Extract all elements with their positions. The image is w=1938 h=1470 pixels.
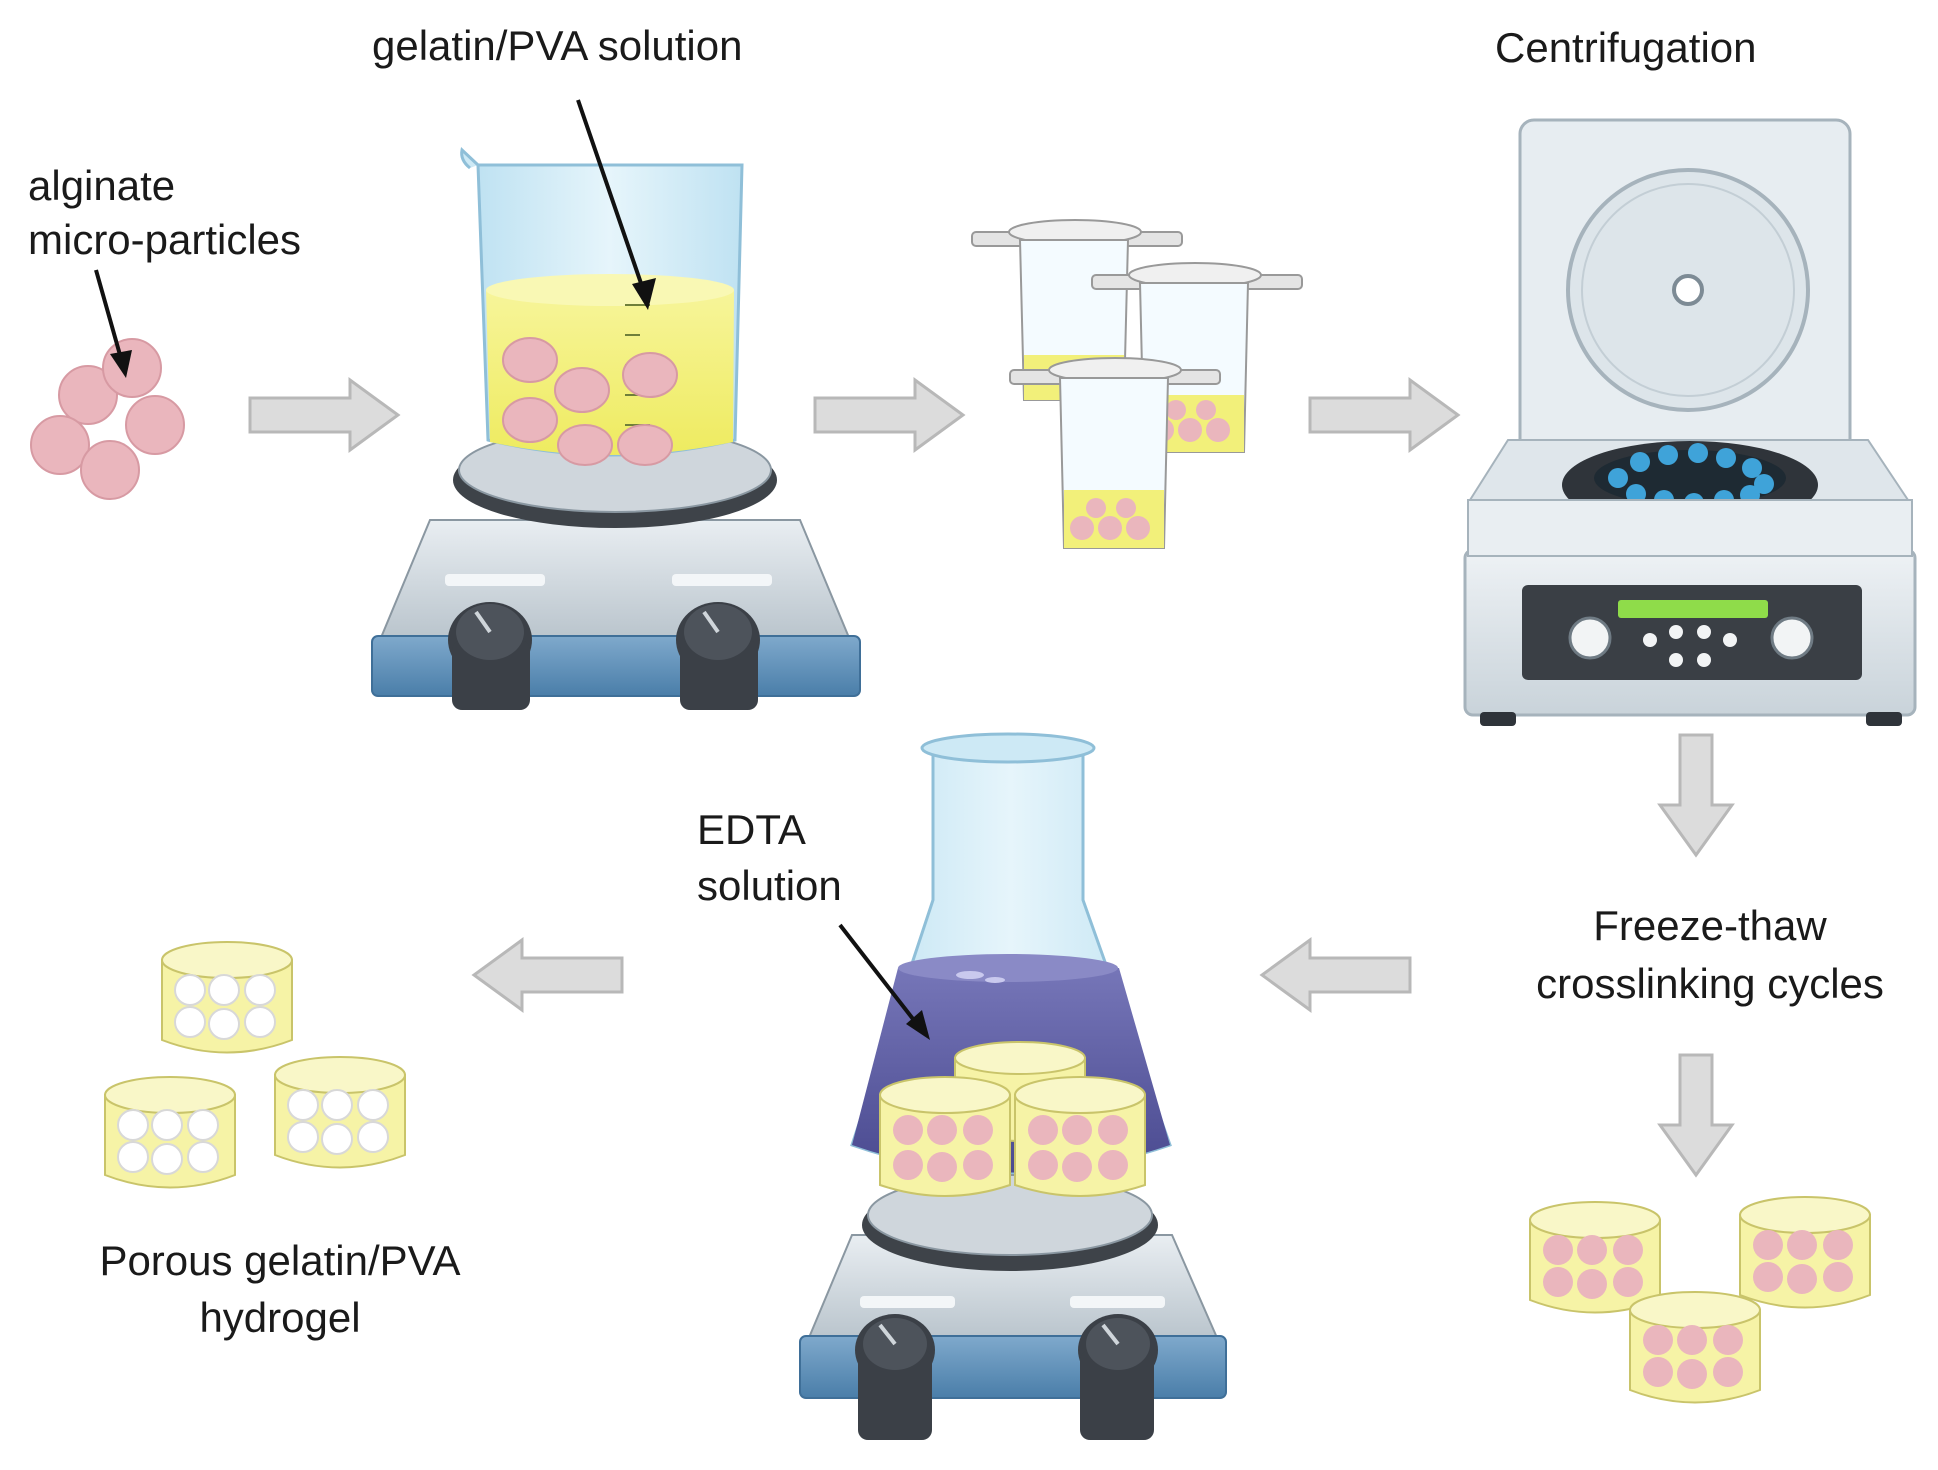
pointer-arrowhead (110, 350, 132, 378)
label-gelatin-pva-solution: gelatin/PVA solution (372, 22, 743, 69)
label-freeze-thaw-line1: Freeze-thaw (1593, 902, 1827, 949)
hydrogel-cylinder-icon (1529, 1201, 1661, 1314)
flow-arrow-icon (1259, 937, 1412, 1013)
flow-arrow-icon (813, 377, 966, 453)
flow-arrow-icon (471, 937, 624, 1013)
label-porous-hydrogel-line2: hydrogel (199, 1294, 361, 1341)
hydrogel-cylinder-icon (1629, 1291, 1761, 1404)
pointer-arrow (576, 99, 646, 293)
label-porous-hydrogel-line1: Porous gelatin/PVA (99, 1237, 461, 1284)
pointer-arrow (94, 269, 124, 363)
hydrogel-cylinder-icon (1739, 1196, 1871, 1309)
flow-arrow-icon (1308, 377, 1461, 453)
alginate-particles (30, 338, 185, 500)
label-freeze-thaw-line2: crosslinking cycles (1536, 960, 1884, 1007)
hydrogel-cylinder-icon (161, 941, 293, 1054)
pointer-arrow (838, 923, 922, 1030)
flow-arrow-icon (1657, 1053, 1735, 1178)
beaker-icon (460, 147, 744, 466)
label-centrifugation: Centrifugation (1495, 24, 1757, 71)
centrifuge-tube-icon (1009, 357, 1221, 549)
pointer-arrowhead (632, 278, 656, 310)
flow-arrow-icon (248, 377, 401, 453)
hydrogel-cylinder-icon (104, 1076, 236, 1189)
pointer-arrowhead (906, 1010, 930, 1040)
hydrogel-cylinder-icon (879, 1076, 1011, 1197)
flow-arrow-icon (1657, 733, 1735, 858)
hydrogel-cylinder-icon (274, 1056, 406, 1169)
stirrer-hotplate-icon (799, 1174, 1227, 1440)
centrifuge-icon (1463, 118, 1917, 726)
stirrer-hotplate-icon (371, 427, 861, 710)
label-edta-line1: EDTA (697, 806, 806, 853)
label-alginate-line2: micro-particles (28, 216, 302, 263)
centrifuge-tube-icon (1091, 262, 1303, 453)
label-alginate-line1: alginate (28, 162, 176, 209)
label-edta-line2: solution (697, 862, 842, 909)
hydrogel-cylinder-icon (1014, 1076, 1146, 1197)
